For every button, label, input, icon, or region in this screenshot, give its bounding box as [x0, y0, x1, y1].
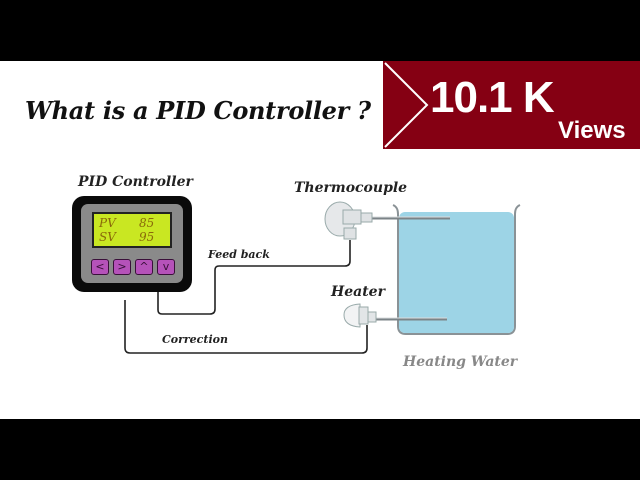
left-arrow-icon[interactable]: < — [91, 259, 109, 275]
views-label: Views — [558, 117, 626, 144]
correction-wire — [124, 300, 368, 354]
heater-label: Heater — [331, 284, 385, 300]
lcd-display: PV 85 SV 95 — [92, 212, 172, 248]
controller-faceplate: PV 85 SV 95 < > ^ v — [81, 204, 183, 283]
up-arrow-icon[interactable]: ^ — [135, 259, 153, 275]
heater-head — [343, 303, 377, 328]
play-arrow-icon — [384, 62, 429, 148]
controller-label: PID Controller — [78, 174, 193, 190]
sv-value: 95 — [139, 230, 155, 244]
correction-label: Correction — [162, 333, 228, 346]
tank-label: Heating Water — [403, 354, 518, 370]
feedback-label: Feed back — [208, 248, 270, 261]
feedback-wire — [157, 240, 351, 315]
thermocouple-head — [324, 201, 373, 240]
pv-row: PV 85 — [99, 216, 154, 230]
pv-name: PV — [99, 216, 116, 230]
page-title: What is a PID Controller ? — [25, 96, 371, 125]
pid-controller: PV 85 SV 95 < > ^ v — [72, 196, 192, 292]
tank-outline — [392, 204, 521, 335]
views-badge — [383, 61, 640, 149]
views-count: 10.1 K — [430, 73, 555, 122]
pv-value: 85 — [139, 216, 155, 230]
sv-row: SV 95 — [99, 230, 154, 244]
water — [399, 212, 514, 333]
sv-name: SV — [99, 230, 116, 244]
right-arrow-icon[interactable]: > — [113, 259, 131, 275]
thermocouple-label: Thermocouple — [294, 180, 408, 196]
down-arrow-icon[interactable]: v — [157, 259, 175, 275]
